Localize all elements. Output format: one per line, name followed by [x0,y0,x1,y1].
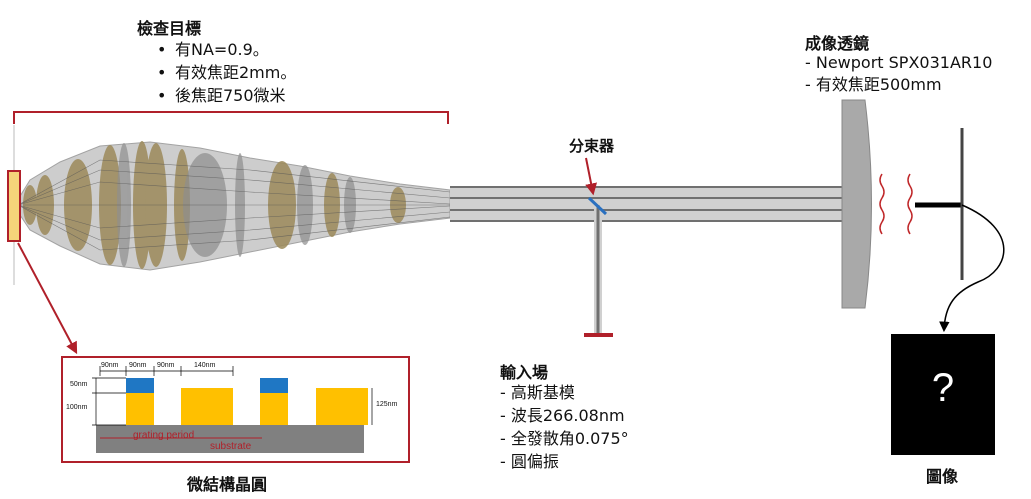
input-field-title: 輸入場 [500,363,549,382]
grating-period-label: grating period [133,430,195,441]
substrate-label: substrate [210,441,252,452]
imaging-lens-line-1: - Newport SPX031AR10 [805,53,993,72]
input-field-line-4: - 圓偏振 [500,452,559,471]
dim-label-d1: 90nm [101,362,119,369]
objective-lens-assembly [13,141,451,271]
detector-to-image-arrow [939,204,1005,333]
input-field-line-3: - 全發散角0.075° [500,429,629,448]
image-label: 圖像 [926,467,959,486]
sample-wafer-marker [7,170,21,242]
wafer-to-inset-arrow [17,242,78,355]
input-field-line-2: - 波長266.08nm [500,406,625,425]
imaging-lens-line-2: - 有效焦距500mm [805,75,942,94]
input-beam [584,205,613,337]
objective-bullet-2: • 有效焦距2mm。 [157,61,297,84]
beam-splitter-label: 分束器 [569,137,615,155]
beam-splitter [587,196,608,216]
dim-label-h125: 125nm [376,401,398,408]
image-placeholder: ? [931,366,955,410]
dim-label-h50: 50nm [70,381,88,388]
objective-bullet-2-text: 有效焦距2mm。 [175,63,297,82]
bullet-dot: • [157,63,167,82]
wafer-label: 微結構晶圓 [187,475,268,494]
bullet-dot: • [157,40,167,59]
wave-1 [879,173,885,235]
dim-label-d3: 90nm [157,362,175,369]
objective-bullet-3-text: 後焦距750微米 [175,86,286,105]
collimated-beam [450,186,845,222]
dim-label-h100: 100nm [66,404,88,411]
dim-label-d4: 140nm [194,362,216,369]
objective-bullet-1: • 有NA=0.9。 [157,38,269,61]
objective-title: 檢查目標 [137,19,202,38]
wafer-inset-structure [92,366,373,453]
wave-2 [907,173,913,235]
objective-bracket [13,111,449,124]
objective-bullet-3: • 後焦距750微米 [157,84,286,107]
image-box [891,334,995,455]
imaging-lens-title: 成像透鏡 [805,34,870,53]
beam-splitter-pointer [585,157,598,196]
objective-bullet-1-text: 有NA=0.9。 [175,40,269,59]
bullet-dot: • [157,86,167,105]
dim-label-d2: 90nm [129,362,147,369]
input-field-line-1: - 高斯基模 [500,383,575,402]
substrate-block [96,425,364,453]
imaging-lens [841,99,872,309]
